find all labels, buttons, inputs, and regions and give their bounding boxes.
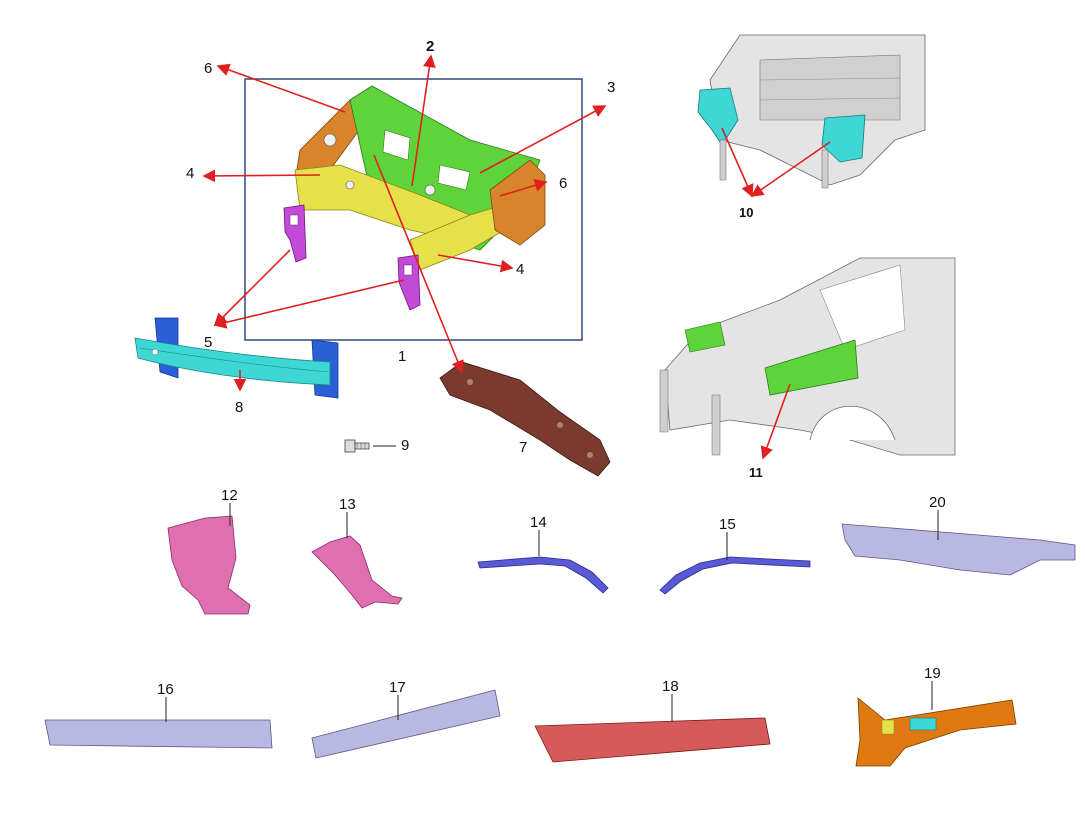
callout-3: 3 (607, 79, 616, 96)
callout-4-left: 4 (186, 165, 195, 182)
callout-5: 5 (204, 334, 213, 351)
callout-6-left: 6 (204, 60, 213, 77)
callout-1: 1 (398, 348, 407, 365)
callout-7: 7 (519, 439, 528, 456)
callout-13: 13 (339, 496, 356, 513)
body-shell-front-view (697, 34, 926, 189)
callout-14: 14 (530, 514, 547, 531)
callout-16: 16 (157, 681, 174, 698)
part-17-member (311, 689, 501, 759)
callout-19: 19 (924, 665, 941, 682)
callout-15: 15 (719, 516, 736, 533)
part-20-rail (841, 523, 1076, 576)
assembly-frame (244, 78, 583, 341)
part-13-panel (311, 535, 403, 609)
part-16-member (44, 719, 273, 749)
bumper-beam (134, 317, 339, 399)
callout-20: 20 (929, 494, 946, 511)
part-18-member (534, 717, 771, 763)
callout-11: 11 (749, 465, 763, 480)
callout-12: 12 (221, 487, 238, 504)
callout-arrows (202, 54, 831, 460)
callout-18: 18 (662, 678, 679, 695)
callout-6-right: 6 (559, 175, 568, 192)
part-15-rail (659, 556, 811, 595)
part-19-pillar (855, 697, 1017, 767)
part-12-panel (167, 515, 251, 615)
bolt (344, 439, 370, 453)
callout-2: 2 (426, 38, 435, 55)
part-14-rail (477, 556, 609, 594)
leader-lines (165, 445, 939, 722)
callout-4-right: 4 (516, 261, 525, 278)
longitudinal-rail (439, 361, 611, 477)
callout-8: 8 (235, 399, 244, 416)
callout-10: 10 (739, 205, 754, 220)
callout-9: 9 (401, 437, 410, 454)
front-subframe-assembly (283, 85, 546, 311)
callout-17: 17 (389, 679, 406, 696)
body-shell-side-view (659, 257, 956, 456)
